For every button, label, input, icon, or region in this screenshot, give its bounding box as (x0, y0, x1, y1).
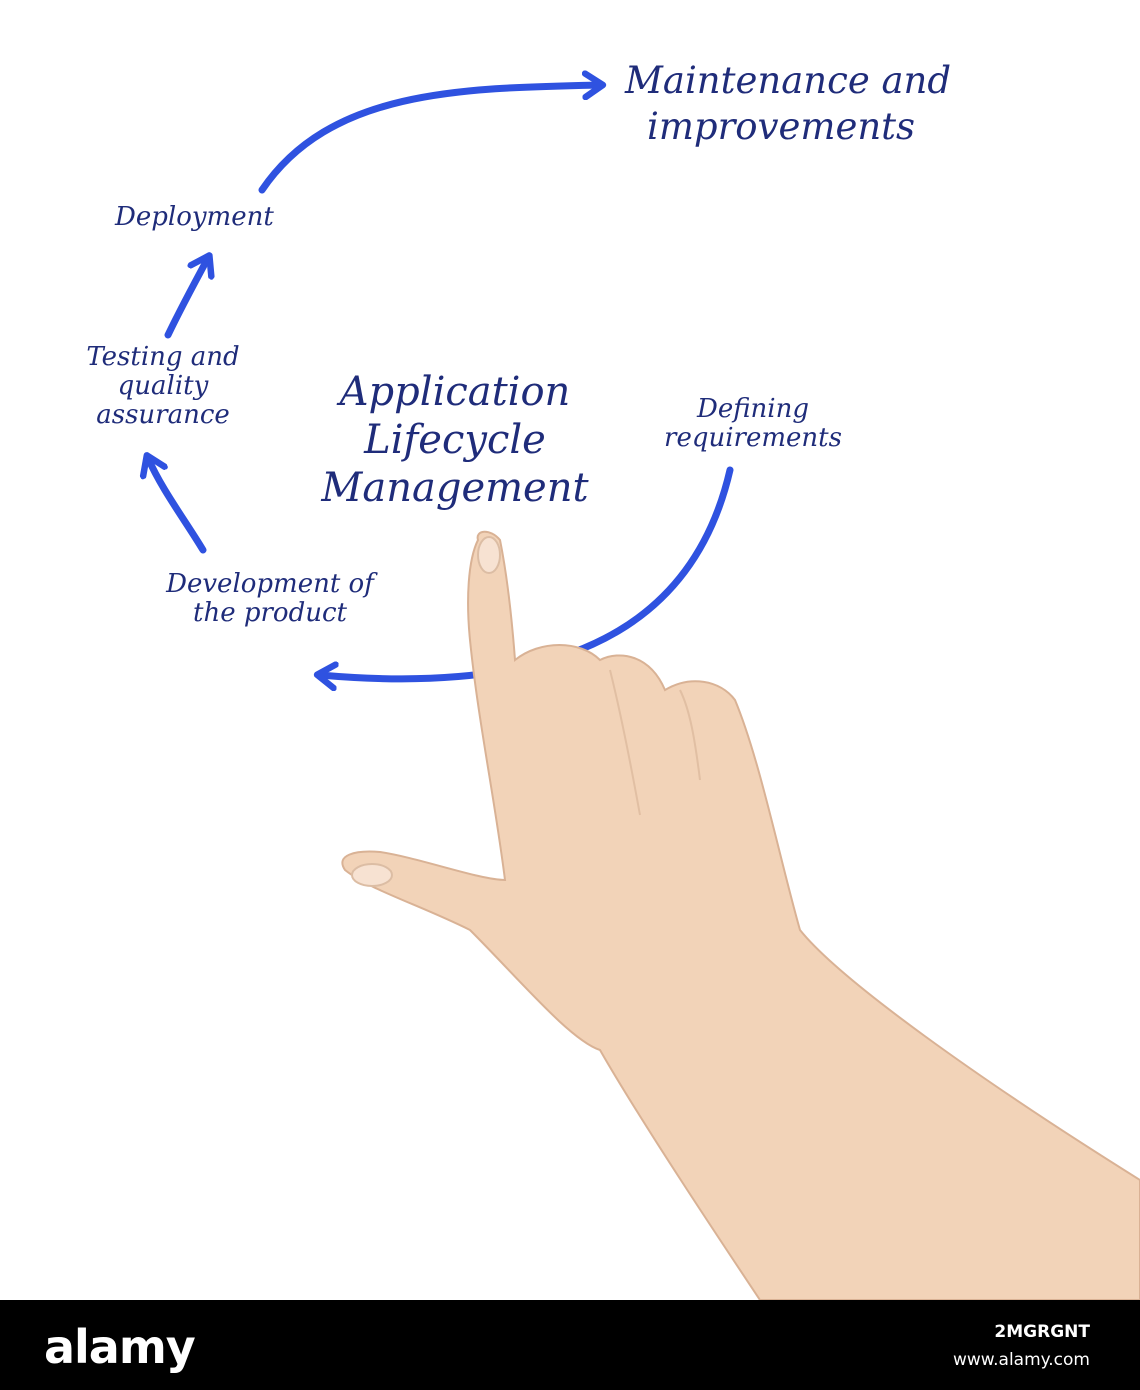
step-maintenance-line-1: Maintenance and (625, 59, 952, 102)
title-line-2: Lifecycle (364, 417, 546, 463)
brand-logo: alamy (44, 1320, 196, 1374)
step-deployment: Deployment (115, 202, 274, 232)
arrow-deployment-to-maintenance (258, 85, 600, 194)
arrow-development-to-testing (148, 458, 207, 554)
diagram-title: Application Lifecycle Management (280, 368, 630, 512)
step-maintenance-line-2: improvements (647, 105, 916, 149)
step-defining-line-2: requirements (664, 423, 842, 454)
step-testing-line-2: quality (117, 371, 209, 402)
watermark-footer: alamy 2MGRGNT www.alamy.com (0, 1300, 1140, 1390)
step-testing-line-3: assurance (96, 400, 230, 431)
arrow-testing-to-deployment (164, 258, 208, 339)
step-defining-line-1: Defining (696, 394, 810, 424)
step-development: Development of the product (120, 569, 420, 629)
diagram-canvas: Maintenance and improvements Deployment … (0, 0, 1140, 1300)
step-deployment-line-1: Deployment (115, 202, 274, 232)
image-id: 2MGRGNT (994, 1322, 1090, 1342)
step-development-line-2: the product (193, 598, 347, 629)
title-line-1: Application (339, 369, 571, 415)
step-development-line-1: Development of (166, 569, 374, 599)
step-testing: Testing and quality assurance (48, 342, 278, 431)
diagram-graphics (0, 0, 1140, 1300)
step-testing-line-1: Testing and (86, 342, 240, 372)
site-url: www.alamy.com (952, 1350, 1090, 1370)
arrow-requirements-to-development (320, 466, 734, 679)
step-maintenance: Maintenance and improvements (625, 58, 951, 151)
pointing-hand-image (341, 530, 1140, 1300)
step-defining-requirements: Defining requirements (628, 394, 878, 454)
title-line-3: Management (321, 465, 589, 511)
